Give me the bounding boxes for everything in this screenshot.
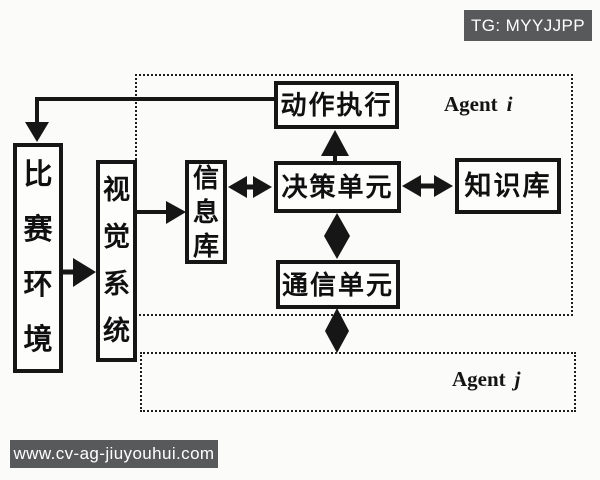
down-arrowhead (25, 122, 49, 142)
arrow-decision-knowledge-bidirectional (402, 175, 453, 197)
arrow-decision-comm-bidirectional (324, 213, 350, 259)
agent-i-word: Agent (444, 92, 498, 116)
up-arrowhead (324, 213, 350, 236)
arrow-action-to-environment (25, 97, 274, 142)
right-arrowhead (73, 258, 96, 287)
agent-j-index: j (514, 367, 521, 391)
node-knowledge-base-label: 知识库 (464, 170, 552, 201)
node-information-base-label: 信息库 (192, 163, 219, 261)
arrow-infobase-decision-bidirectional (228, 176, 272, 198)
node-decision-unit: 决策单元 (274, 161, 401, 213)
node-action-execution-label: 动作执行 (280, 90, 393, 120)
left-arrowhead (402, 175, 421, 197)
arrow-decision-to-action (321, 130, 349, 161)
node-vision-system: 视觉系统 (96, 160, 137, 362)
feedback-line (35, 97, 274, 124)
up-arrowhead (325, 308, 349, 331)
right-arrowhead (253, 176, 272, 198)
watermark-bottom-badge: www.cv-ag-jiuyouhui.com (10, 440, 218, 468)
agent-j-word: Agent (452, 367, 506, 391)
agent-i-index: i (506, 92, 513, 116)
arrow-vision-to-infobase (136, 201, 186, 224)
down-arrowhead (324, 236, 350, 259)
node-communication-unit: 通信单元 (276, 260, 400, 309)
node-knowledge-base: 知识库 (455, 158, 561, 214)
right-arrowhead (434, 175, 453, 197)
node-communication-unit-label: 通信单元 (281, 269, 394, 300)
node-action-execution: 动作执行 (274, 81, 399, 129)
left-arrowhead (228, 176, 247, 198)
arrow-environment-to-vision (62, 258, 96, 287)
watermark-top-badge: TG: MYYJJPP (464, 10, 592, 41)
arrow-comm-agentj-bidirectional (325, 308, 349, 353)
node-vision-system-label: 视觉系统 (103, 175, 130, 346)
down-arrowhead (325, 331, 349, 353)
node-environment-label: 比赛环境 (23, 159, 53, 356)
node-information-base: 信息库 (185, 160, 227, 264)
agent-j-dashed-box (140, 352, 576, 412)
up-arrowhead (321, 130, 349, 156)
node-decision-unit-label: 决策单元 (281, 172, 394, 202)
node-environment: 比赛环境 (13, 143, 63, 373)
right-arrowhead (166, 201, 186, 224)
